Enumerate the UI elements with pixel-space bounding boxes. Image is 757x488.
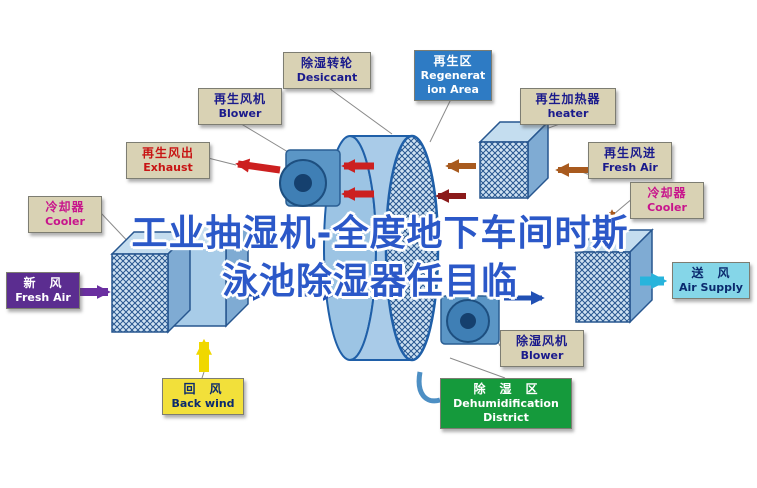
label-fresh-air-zh: 新 风 [23, 276, 63, 290]
rotor-stand [416, 371, 441, 404]
label-regen-blower-zh: 再生风机 [213, 92, 266, 106]
label-cooler-left-en: Cooler [45, 215, 85, 228]
label-regen-heater-zh: 再生加热器 [535, 92, 601, 106]
label-desiccant-en: Desiccant [296, 71, 358, 84]
label-cooler-right-zh: 冷却器 [647, 186, 687, 200]
label-dehum-district-zh: 除 湿 区 [473, 382, 539, 396]
label-air-supply-en: Air Supply [679, 281, 743, 294]
watermark-line1: 工业抽湿机-全度地下车间时斯 [131, 213, 629, 254]
label-air-supply-zh: 送 风 [691, 266, 731, 280]
left-duct [110, 222, 250, 334]
label-regen-area-zh: 再生区 [433, 54, 473, 68]
label-regen-blower-en: Blower [218, 107, 262, 120]
process-air-arrows [232, 287, 545, 305]
label-regen-heater-en: heater [547, 107, 589, 120]
label-fresh-air-en: Fresh Air [15, 291, 71, 304]
label-back-wind-en: Back wind [171, 397, 235, 410]
label-dehum-blower-en: Blower [520, 349, 564, 362]
label-regen-area-en: Regeneration Area [420, 69, 486, 96]
label-regen-fresh-air-zh: 再生风进 [603, 146, 656, 160]
label-exhaust-zh: 再生风出 [141, 146, 194, 160]
label-regen-fresh-air-en: Fresh Air [602, 161, 658, 174]
label-cooler-left-zh: 冷却器 [45, 200, 85, 214]
label-back-wind-zh: 回 风 [183, 382, 223, 396]
label-dehum-blower-zh: 除湿风机 [515, 334, 568, 348]
process-fan [440, 295, 500, 345]
heater-box [478, 120, 550, 200]
label-cooler-right-en: Cooler [647, 201, 687, 214]
label-exhaust-en: Exhaust [143, 161, 193, 174]
exhaust-air-arrows [235, 158, 374, 201]
label-dehum-district-en: Dehumidification District [453, 397, 559, 424]
label-desiccant-zh: 除湿转轮 [300, 56, 353, 70]
regen-inlet-arrows [445, 159, 619, 246]
regen-fan [279, 149, 341, 207]
watermark-line2: 泳池除湿器任目临 [221, 261, 518, 302]
